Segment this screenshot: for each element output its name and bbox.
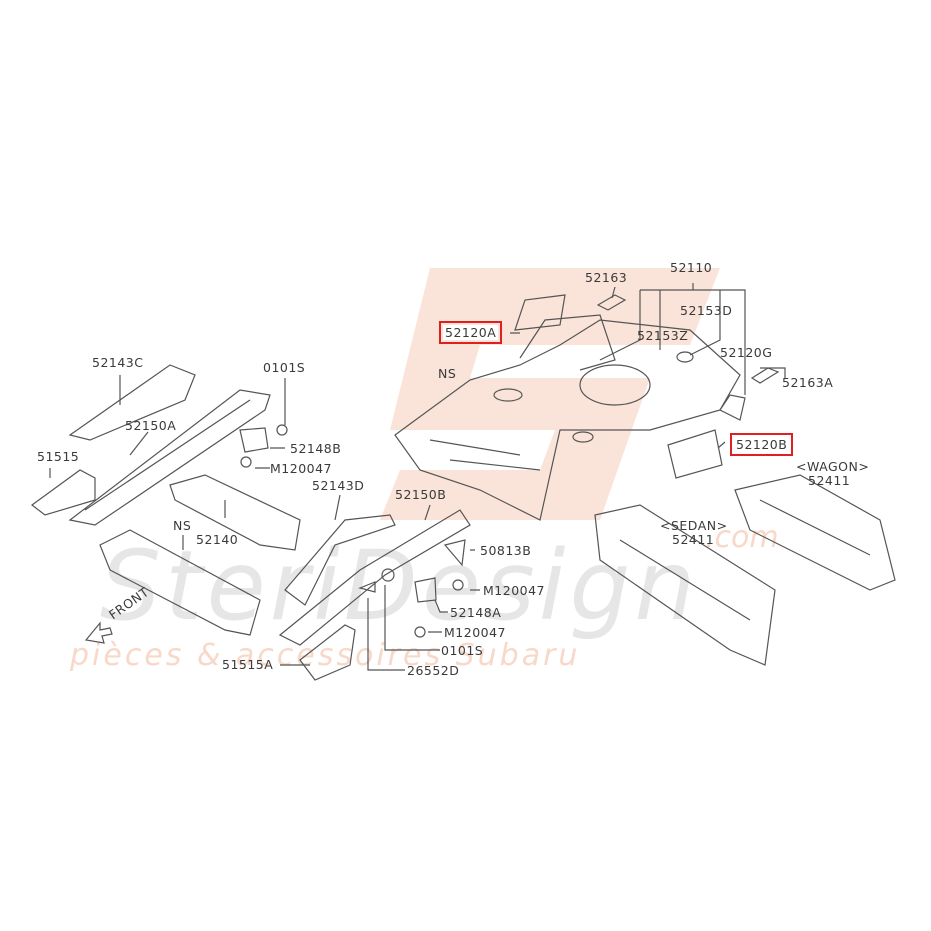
part-52143D xyxy=(284,514,396,606)
label-52140: 52140 xyxy=(196,532,239,547)
part-52120G xyxy=(719,394,746,421)
sedan-rear-panel xyxy=(594,504,776,666)
front-arrow-icon xyxy=(84,621,113,644)
label-ns-floor: NS xyxy=(438,366,457,381)
part-52163 xyxy=(596,294,627,311)
label-51515: 51515 xyxy=(37,449,80,464)
label-52150B: 52150B xyxy=(395,487,447,502)
leader-lines-left xyxy=(49,375,480,671)
label-M120047-b: M120047 xyxy=(483,583,546,598)
label-wagon: <WAGON> xyxy=(796,459,870,474)
label-52163A: 52163A xyxy=(782,375,834,390)
part-52120B xyxy=(667,429,723,479)
label-52143C: 52143C xyxy=(92,355,144,370)
label-52153D: 52153D xyxy=(680,303,733,318)
label-52411-wagon: 52411 xyxy=(808,473,851,488)
part-52153D xyxy=(676,351,694,363)
part-51515A xyxy=(299,624,356,681)
leader-lines xyxy=(510,283,786,449)
label-52148B: 52148B xyxy=(290,441,342,456)
label-52120G: 52120G xyxy=(720,345,773,360)
label-52153Z: 52153Z xyxy=(637,328,689,343)
wagon-rear-panel xyxy=(734,474,896,591)
label-52163: 52163 xyxy=(585,270,628,285)
label-0101S-b: 0101S xyxy=(441,643,484,658)
label-M120047-c: M120047 xyxy=(444,625,507,640)
label-51515A: 51515A xyxy=(222,657,274,672)
part-52120A xyxy=(514,294,566,331)
label-52143D: 52143D xyxy=(312,478,365,493)
label-26552D: 26552D xyxy=(407,663,460,678)
part-52150B xyxy=(278,509,471,646)
part-52140 xyxy=(169,474,301,551)
part-51515 xyxy=(30,469,96,516)
label-52411-sedan: 52411 xyxy=(672,532,715,547)
label-0101S-a: 0101S xyxy=(263,360,306,375)
label-52150A: 52150A xyxy=(125,418,177,433)
tunnel-ns xyxy=(99,529,261,636)
label-M120047-a: M120047 xyxy=(270,461,333,476)
watermark-brand: SteriDesign xyxy=(100,530,700,642)
part-52143C xyxy=(68,364,196,441)
label-52110: 52110 xyxy=(670,260,713,275)
label-50813B: 50813B xyxy=(480,543,532,558)
label-52148A: 52148A xyxy=(450,605,502,620)
label-52120B-highlighted[interactable]: 52120B xyxy=(729,433,794,456)
label-sedan: <SEDAN> xyxy=(660,518,728,533)
label-52120A-highlighted[interactable]: 52120A xyxy=(438,321,503,344)
part-52163A xyxy=(750,367,780,384)
watermark-tagline: pièces & accessoires Subaru xyxy=(70,638,581,673)
part-52150A xyxy=(68,389,271,526)
rear-floor-pan xyxy=(394,314,741,521)
label-ns-tunnel: NS xyxy=(173,518,192,533)
brackets-bolts xyxy=(239,424,466,638)
